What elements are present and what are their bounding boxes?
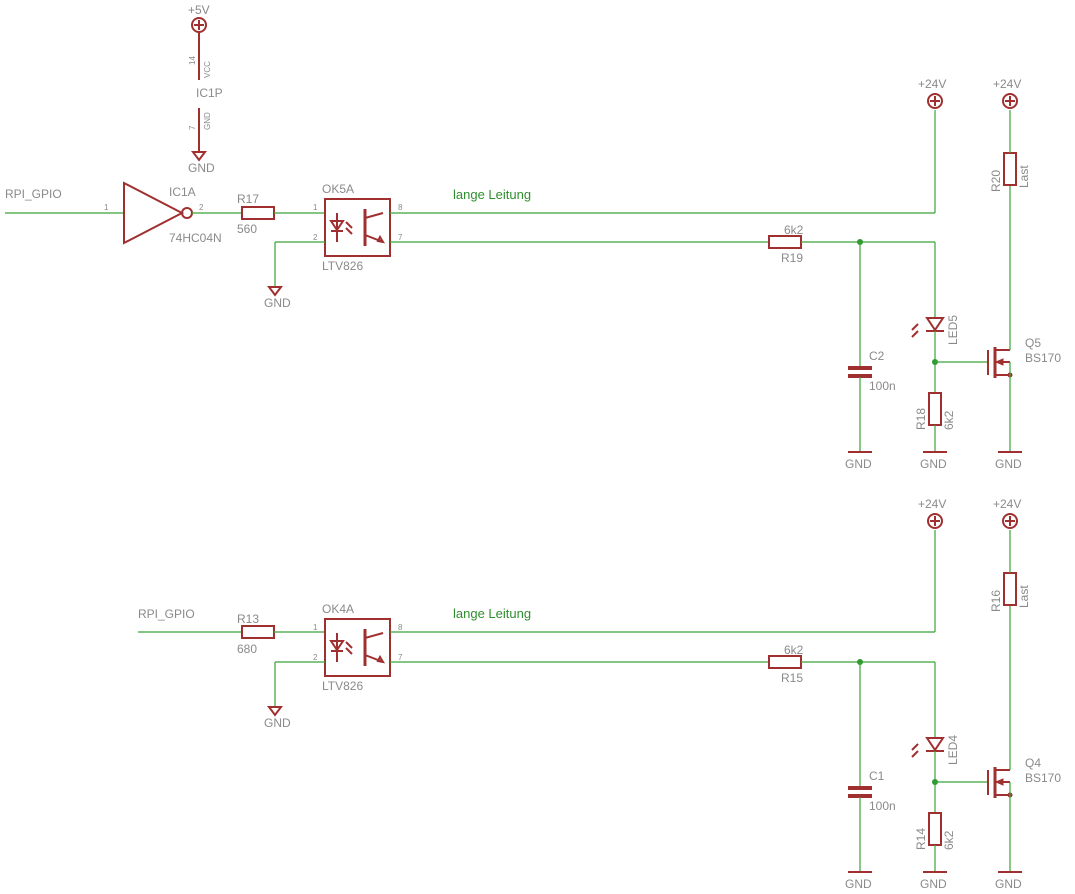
rpi-gpio-label-top: RPI_GPIO <box>5 187 62 201</box>
svg-text:GND: GND <box>264 296 291 310</box>
c2-label: C2 <box>869 349 885 363</box>
resistor-r18 <box>928 392 942 426</box>
svg-text:8: 8 <box>398 203 403 212</box>
r15-value: 6k2 <box>784 643 804 657</box>
gnd-pin-name: GND <box>203 112 212 130</box>
r18-value: 6k2 <box>942 410 956 430</box>
svg-text:GND: GND <box>995 457 1022 471</box>
rpi-gpio-label-bottom: RPI_GPIO <box>138 607 195 621</box>
vcc-pin-number: 14 <box>188 56 197 65</box>
gnd-symbol-ok4a <box>267 706 283 717</box>
svg-text:LTV826: LTV826 <box>322 679 363 693</box>
net-lange-leitung-top: lange Leitung <box>453 187 531 202</box>
ic1p-gnd-symbol <box>191 151 207 162</box>
r13-label: R13 <box>237 612 259 626</box>
r16-value: Last <box>1017 585 1031 608</box>
r16-label: R16 <box>989 590 1003 612</box>
svg-text:1: 1 <box>313 623 318 632</box>
c1-value: 100n <box>869 799 896 813</box>
r18-label: R18 <box>914 408 928 430</box>
svg-text:1: 1 <box>104 203 109 212</box>
q4-value: BS170 <box>1025 771 1061 785</box>
svg-text:GND: GND <box>845 457 872 471</box>
svg-text:7: 7 <box>398 233 403 242</box>
svg-text:2: 2 <box>199 203 204 212</box>
channel-top: RPI_GPIO 1 IC1A 74HC04N 2 R17 560 OK5A L… <box>5 77 1061 471</box>
ic1a-value: 74HC04N <box>169 231 222 245</box>
resistor-r14 <box>928 812 942 846</box>
ic1p-label: IC1P <box>196 86 223 100</box>
svg-text:1: 1 <box>313 203 318 212</box>
r20-value: Last <box>1017 165 1031 188</box>
svg-text:GND: GND <box>995 877 1022 891</box>
svg-text:GND: GND <box>920 877 947 891</box>
resistor-r13 <box>241 625 275 639</box>
q5-value: BS170 <box>1025 351 1061 365</box>
resistor-r17 <box>241 206 275 220</box>
net-lange-leitung-bottom: lange Leitung <box>453 606 531 621</box>
gnd-pin-number: 7 <box>188 125 197 130</box>
r14-label: R14 <box>914 828 928 850</box>
plus24v-symbol-b <box>1002 93 1018 109</box>
svg-text:GND: GND <box>920 457 947 471</box>
r19-label: R19 <box>781 251 803 265</box>
mosfet-q5 <box>987 347 1013 378</box>
plus5v-label: +5V <box>188 3 210 17</box>
plus24v-symbol-a <box>927 93 943 109</box>
led5-symbol <box>925 317 945 332</box>
led5-label: LED5 <box>946 315 960 345</box>
r20-label: R20 <box>989 170 1003 192</box>
resistor-r20 <box>1003 152 1017 186</box>
svg-text:+24V: +24V <box>993 497 1021 511</box>
r14-value: 6k2 <box>942 830 956 850</box>
svg-text:OK4A: OK4A <box>322 602 354 616</box>
c2-value: 100n <box>869 379 896 393</box>
r13-value: 680 <box>237 642 257 656</box>
led4-label: LED4 <box>946 735 960 765</box>
svg-text:+24V: +24V <box>918 77 946 91</box>
optocoupler-ok5a: OK5A LTV826 1 2 8 7 <box>313 182 403 273</box>
q5-label: Q5 <box>1025 336 1041 350</box>
optocoupler-ok4a: OK4A LTV826 1 2 8 7 <box>313 602 403 693</box>
ic1p-gnd-label: GND <box>188 161 215 175</box>
inverter-ic1a <box>123 181 185 245</box>
r17-value: 560 <box>237 222 257 236</box>
led4-symbol <box>925 737 945 752</box>
ic1p-power-block: +5V 14 VCC IC1P 7 GND GND <box>188 3 223 175</box>
q4-label: Q4 <box>1025 756 1041 770</box>
c1-label: C1 <box>869 769 885 783</box>
svg-text:OK5A: OK5A <box>322 182 354 196</box>
mosfet-q4 <box>987 767 1013 798</box>
svg-text:LTV826: LTV826 <box>322 259 363 273</box>
resistor-r15 <box>768 655 802 669</box>
channel-bottom: RPI_GPIO R13 680 OK4A LTV826 1 2 8 7 <box>138 497 1061 891</box>
svg-text:8: 8 <box>398 623 403 632</box>
svg-text:+24V: +24V <box>993 77 1021 91</box>
svg-text:7: 7 <box>398 653 403 662</box>
r15-label: R15 <box>781 671 803 685</box>
vcc-pin-name: VCC <box>203 61 212 78</box>
svg-text:+24V: +24V <box>918 497 946 511</box>
svg-text:2: 2 <box>313 653 318 662</box>
resistor-r19 <box>768 235 802 249</box>
plus24v-symbol-d <box>1002 513 1018 529</box>
svg-text:GND: GND <box>845 877 872 891</box>
gnd-symbol-ok5a <box>267 286 283 297</box>
r19-value: 6k2 <box>784 223 804 237</box>
svg-text:GND: GND <box>264 716 291 730</box>
plus24v-symbol-c <box>927 513 943 529</box>
ic1a-label: IC1A <box>169 185 196 199</box>
resistor-r16 <box>1003 572 1017 606</box>
r17-label: R17 <box>237 192 259 206</box>
svg-text:2: 2 <box>313 233 318 242</box>
